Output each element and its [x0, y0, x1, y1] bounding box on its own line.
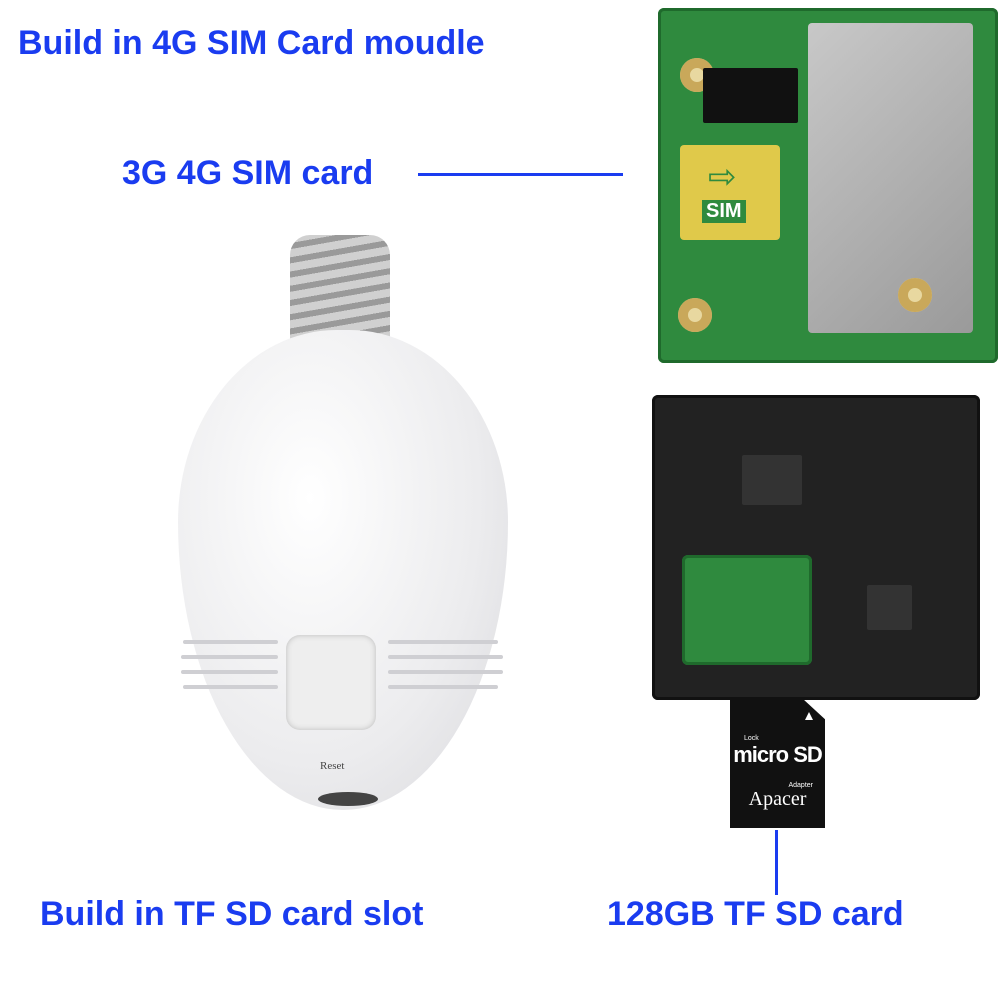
- sd-brand: Apacer: [748, 788, 807, 810]
- title-sim-module: Build in 4G SIM Card moudle: [18, 24, 485, 62]
- main-board: [652, 395, 980, 700]
- tf-slot-label: Build in TF SD card slot: [40, 895, 424, 933]
- chip: [742, 455, 802, 505]
- vent: [181, 670, 278, 674]
- vent: [183, 640, 278, 644]
- bulb-camera: Reset: [178, 330, 508, 810]
- triangle-icon: [805, 712, 813, 720]
- sd-card: Lock micro SD Adapter Apacer: [730, 700, 825, 828]
- sim-pointer-line: [418, 173, 623, 176]
- sd-micro-text: micro SD: [733, 742, 823, 767]
- sim-card: ⇨ SIM: [680, 145, 780, 240]
- vent: [388, 670, 503, 674]
- vent: [388, 685, 498, 689]
- vent: [388, 640, 498, 644]
- mount-hole: [898, 278, 932, 312]
- bulb-screw-base: [290, 235, 390, 345]
- sim-card-label: 3G 4G SIM card: [122, 154, 374, 192]
- sim-card-text: SIM: [702, 200, 746, 223]
- vent: [388, 655, 503, 659]
- sd-card-label: 128GB TF SD card: [607, 895, 904, 933]
- sd-adapter-text: Adapter: [788, 782, 813, 789]
- pir-sensor: [286, 635, 376, 730]
- wifi-module: [682, 555, 812, 665]
- reset-label: Reset: [320, 760, 345, 772]
- arrow-right-icon: ⇨: [708, 158, 737, 196]
- mount-hole: [678, 298, 712, 332]
- camera-lens: [318, 792, 378, 806]
- rf-shield: [808, 23, 973, 333]
- vent: [183, 685, 278, 689]
- sd-lock-text: Lock: [744, 735, 759, 742]
- sim-module-board: [658, 8, 998, 363]
- chip: [867, 585, 912, 630]
- vent: [181, 655, 278, 659]
- chip: [703, 68, 798, 123]
- sd-pointer-line: [775, 830, 778, 895]
